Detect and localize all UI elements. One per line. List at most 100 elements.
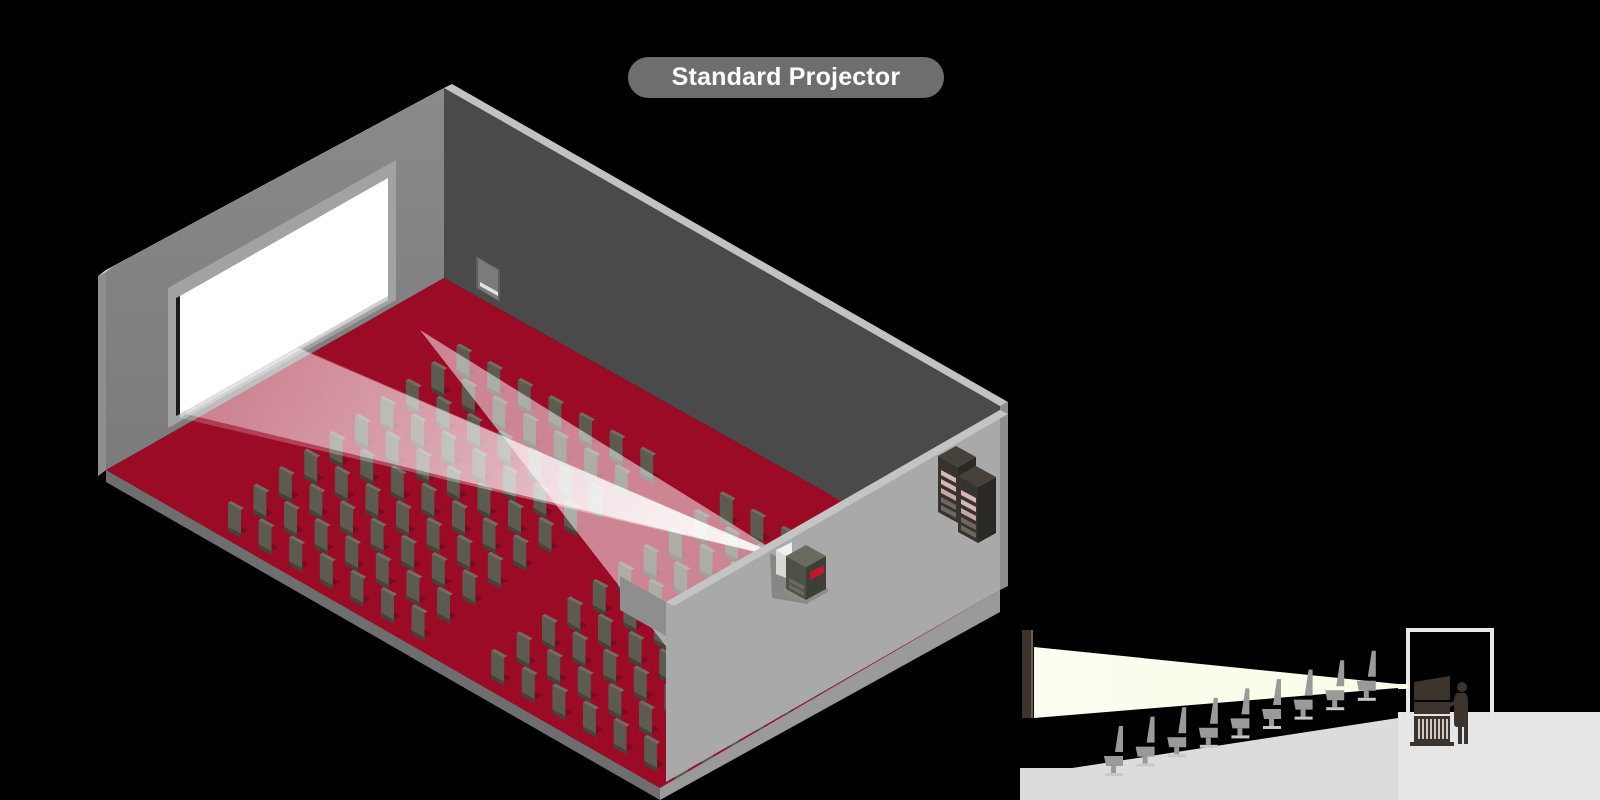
- auditorium-seat: [314, 517, 335, 555]
- auditorium-seat: [304, 448, 325, 486]
- auditorium-seat: [365, 482, 386, 520]
- auditorium-seat: [390, 465, 411, 503]
- auditorium-seat: [719, 491, 740, 529]
- auditorium-seat: [457, 534, 478, 572]
- server-racks: [938, 446, 996, 543]
- auditorium-seat: [513, 534, 534, 572]
- ledge-top: [666, 410, 1008, 606]
- auditorium-seat: [278, 466, 299, 503]
- title-badge-label: Standard Projector: [671, 63, 901, 91]
- auditorium-seat: [597, 613, 618, 651]
- auditorium-seat: [258, 518, 279, 556]
- wall-front-top-rim: [106, 84, 452, 270]
- wall-front-left-rim: [98, 266, 114, 276]
- auditorium-seat: [482, 517, 503, 554]
- auditorium-seat: [340, 500, 360, 538]
- auditorium-seat: [547, 648, 568, 686]
- auditorium-seat: [350, 569, 371, 607]
- auditorium-seat: [284, 500, 304, 538]
- section-seat: [1104, 726, 1123, 776]
- projector-unit: [770, 542, 828, 604]
- auditorium-seat: [487, 551, 508, 589]
- auditorium-seat: [603, 648, 624, 686]
- auditorium-seat: [396, 500, 416, 538]
- section-seat: [1230, 688, 1250, 739]
- projector-base-slat-2: [789, 584, 804, 596]
- auditorium-seat: [334, 465, 355, 503]
- auditorium-seat: [375, 552, 396, 590]
- section-seat: [1262, 679, 1281, 729]
- booth-beam-slot: [1398, 684, 1408, 689]
- section-seat: [1135, 716, 1155, 767]
- auditorium-seat: [592, 578, 613, 616]
- auditorium-seat: [406, 569, 427, 607]
- section-seat: [1356, 650, 1376, 701]
- projector-lens-face: [776, 550, 786, 578]
- ledge-inner-wall: [620, 576, 666, 636]
- floor-skirt-left: [106, 470, 660, 800]
- section-projector-plinth: [1410, 742, 1454, 746]
- auditorium-seat: [633, 665, 654, 703]
- projector-base-slat-1: [789, 578, 804, 590]
- section-seat: [1325, 660, 1345, 711]
- ledge-face: [666, 410, 1000, 782]
- section-seat: [1198, 697, 1218, 748]
- wall-front-outer: [98, 270, 106, 476]
- auditorium-seat: [613, 717, 634, 755]
- auditorium-seat: [516, 631, 537, 669]
- auditorium-seat: [401, 534, 422, 572]
- auditorium-seat: [521, 666, 542, 704]
- auditorium-seat: [508, 499, 528, 537]
- auditorium-seat: [577, 665, 598, 703]
- auditorium-seat: [381, 587, 401, 624]
- auditorium-seat: [462, 569, 483, 607]
- title-badge: Standard Projector: [628, 57, 944, 98]
- auditorium-seat: [421, 482, 442, 520]
- auditorium-seat: [289, 535, 310, 573]
- auditorium-seat: [431, 552, 452, 589]
- auditorium-seat: [567, 596, 588, 634]
- room-base-front: [660, 590, 1000, 800]
- auditorium-seat: [431, 361, 452, 398]
- section-screen-edge: [1031, 630, 1033, 718]
- auditorium-seat: [538, 516, 559, 554]
- auditorium-seat: [309, 483, 330, 521]
- auditorium-seat: [426, 517, 447, 555]
- auditorium-seat: [491, 648, 512, 686]
- section-seat-row: [1104, 650, 1376, 776]
- wall-back-interior: [444, 88, 1000, 590]
- section-diagram: [1020, 628, 1600, 800]
- projector-body-top: [786, 545, 826, 567]
- auditorium-seat: [628, 630, 649, 668]
- auditorium-seat: [437, 586, 457, 624]
- section-screen: [1022, 630, 1031, 718]
- auditorium-seat: [644, 734, 665, 772]
- section-projector-base: [1414, 716, 1450, 742]
- auditorium-seat: [319, 552, 340, 590]
- auditorium-seat: [411, 604, 432, 642]
- exit-door-group: [476, 256, 500, 302]
- auditorium-seat: [638, 700, 659, 738]
- auditorium-seat: [345, 535, 366, 573]
- projector-base-plinth: [784, 588, 828, 604]
- wall-back-top-rim: [444, 84, 1008, 406]
- auditorium-seat: [228, 501, 248, 538]
- auditorium-seat: [572, 631, 593, 669]
- screen-left-edge: [176, 296, 180, 416]
- section-projector-head: [1414, 676, 1450, 700]
- booth-right-wall: [1490, 628, 1494, 718]
- auditorium-seat: [370, 517, 391, 555]
- projection-ledge: [620, 410, 1008, 782]
- server-rack-2: [958, 466, 996, 543]
- auditorium-seat: [253, 483, 274, 521]
- section-beam: [1034, 647, 1398, 718]
- projector-label: [810, 565, 824, 580]
- auditorium-seat: [541, 613, 562, 651]
- auditorium-seat: [582, 700, 603, 738]
- auditorium-seat: [452, 499, 472, 537]
- auditorium-seat: [608, 683, 629, 721]
- section-seat: [1167, 707, 1187, 758]
- section-projector-body: [1414, 702, 1450, 714]
